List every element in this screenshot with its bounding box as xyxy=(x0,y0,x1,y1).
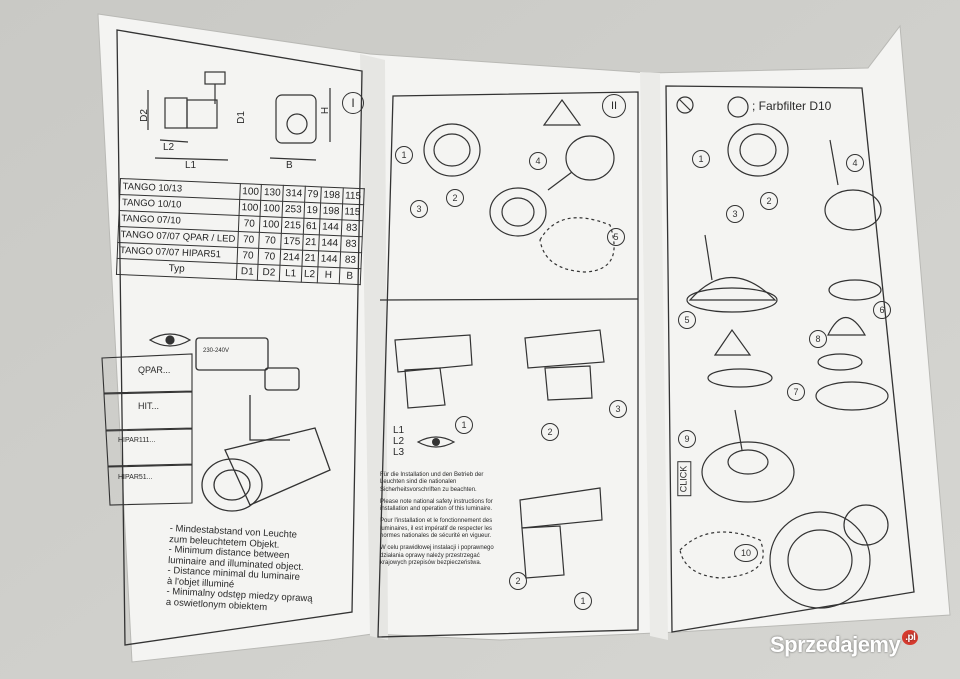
rating-label: 230-240V xyxy=(203,348,230,354)
watermark-suffix: .pl xyxy=(902,630,919,645)
label-d2: D2 xyxy=(138,109,150,122)
label-l1: L1 xyxy=(185,160,197,171)
cell-h: 198 xyxy=(320,186,343,204)
roman-numeral-i: I xyxy=(342,92,364,114)
cell-b: 115 xyxy=(342,187,364,205)
cell-d1: 100 xyxy=(239,183,262,201)
eye-icon xyxy=(148,333,192,347)
cell-b: 83 xyxy=(339,251,362,269)
cell-l1: 175 xyxy=(280,233,304,251)
step-5: 5 xyxy=(607,228,625,246)
phase-l3: L3 xyxy=(393,447,405,458)
step-1: 1 xyxy=(395,146,413,164)
p3-step-1: 1 xyxy=(692,150,710,168)
step-1-b: 1 xyxy=(455,416,473,434)
cell-d2: 70 xyxy=(259,232,282,250)
footer-l1: L1 xyxy=(279,265,302,283)
footer-h: H xyxy=(317,266,340,284)
cell-d1: 100 xyxy=(238,199,262,217)
phase-l2: L2 xyxy=(393,436,405,447)
filter-title: ; Farbfilter D10 xyxy=(752,99,832,113)
watermark-logo: Sprzedajemy.pl xyxy=(770,630,919,658)
cell-h: 144 xyxy=(319,218,342,236)
step-3: 3 xyxy=(410,200,428,218)
cell-b: 83 xyxy=(340,219,363,237)
cell-d1: 70 xyxy=(237,231,260,249)
safety-text: Please note national safety instructions… xyxy=(380,498,493,513)
cell-d1: 70 xyxy=(238,215,261,233)
cell-d1: 70 xyxy=(236,247,260,265)
roman-numeral-ii: II xyxy=(602,94,626,118)
step-4: 4 xyxy=(529,152,547,170)
panel-1-border xyxy=(116,29,363,646)
cell-l2: 21 xyxy=(302,234,320,251)
p3-step-5: 5 xyxy=(678,311,696,329)
lamp-type-qpar: QPAR... xyxy=(138,365,171,375)
phase-labels: L1 L2 L3 xyxy=(393,425,404,458)
cell-l1: 215 xyxy=(281,217,304,235)
cell-l2: 79 xyxy=(304,186,322,203)
cell-d2: 100 xyxy=(259,216,283,234)
panel-3-drawings xyxy=(676,96,889,609)
panel-2-drawings xyxy=(394,98,615,579)
footer-d2: D2 xyxy=(257,264,281,282)
cell-h: 144 xyxy=(318,234,341,252)
dimension-drawing xyxy=(147,71,331,161)
cell-d2: 70 xyxy=(258,248,281,266)
cell-l1: 253 xyxy=(282,201,305,219)
p3-step-7: 7 xyxy=(787,383,805,401)
cell-h: 144 xyxy=(317,250,341,268)
paper-sheet xyxy=(97,13,951,663)
panel-3-border xyxy=(665,85,915,633)
footer-b: B xyxy=(338,267,361,285)
p3-step-9: 9 xyxy=(678,430,696,448)
safety-text: Pour l'installation et le fonctionnement… xyxy=(380,518,493,540)
footer-l2: L2 xyxy=(301,266,318,283)
eye-icon-2 xyxy=(416,436,456,448)
p3-step-6: 6 xyxy=(873,301,891,319)
cell-b: 115 xyxy=(341,203,364,221)
lamp-drawing xyxy=(195,337,331,512)
footer-d1: D1 xyxy=(236,263,259,281)
cell-l1: 314 xyxy=(282,185,306,203)
p3-step-10: 10 xyxy=(734,544,758,562)
label-l2: L2 xyxy=(163,142,175,153)
cell-d2: 130 xyxy=(261,184,284,202)
step-1-c: 1 xyxy=(574,592,592,610)
cell-l1: 214 xyxy=(280,249,303,267)
lamp-type-hit: HIT... xyxy=(138,401,160,411)
p3-step-2: 2 xyxy=(760,192,778,210)
safety-text: W celu prawidłowej instalacji i poprawne… xyxy=(380,545,494,566)
step-3-b: 3 xyxy=(609,400,627,418)
label-b: B xyxy=(286,160,293,171)
step-2-b: 2 xyxy=(541,423,559,441)
p3-step-4: 4 xyxy=(846,154,864,172)
panel-2-border xyxy=(377,91,639,638)
lamp-type-hipar111: HIPAR111... xyxy=(118,437,156,444)
cell-h: 198 xyxy=(319,202,343,220)
safety-texts: Für die Installation und den Betrieb der… xyxy=(380,472,505,572)
cell-d2: 100 xyxy=(260,200,283,218)
phase-l1: L1 xyxy=(393,425,405,436)
p3-step-3: 3 xyxy=(726,205,744,223)
p3-step-8: 8 xyxy=(809,330,827,348)
label-h: H xyxy=(320,106,332,115)
lamp-type-hipar51: HIPAR51... xyxy=(118,474,153,481)
cell-b: 83 xyxy=(340,235,362,253)
click-label: CLICK xyxy=(677,461,692,497)
step-2-c: 2 xyxy=(509,572,527,590)
step-2: 2 xyxy=(446,189,464,207)
cell-l2: 61 xyxy=(303,218,320,235)
label-d1: D1 xyxy=(235,111,247,124)
cell-l2: 19 xyxy=(303,202,321,219)
cell-l2: 21 xyxy=(301,250,319,267)
watermark-text: Sprzedajemy xyxy=(770,632,901,657)
safety-text: Für die Installation und den Betrieb der… xyxy=(380,472,484,493)
